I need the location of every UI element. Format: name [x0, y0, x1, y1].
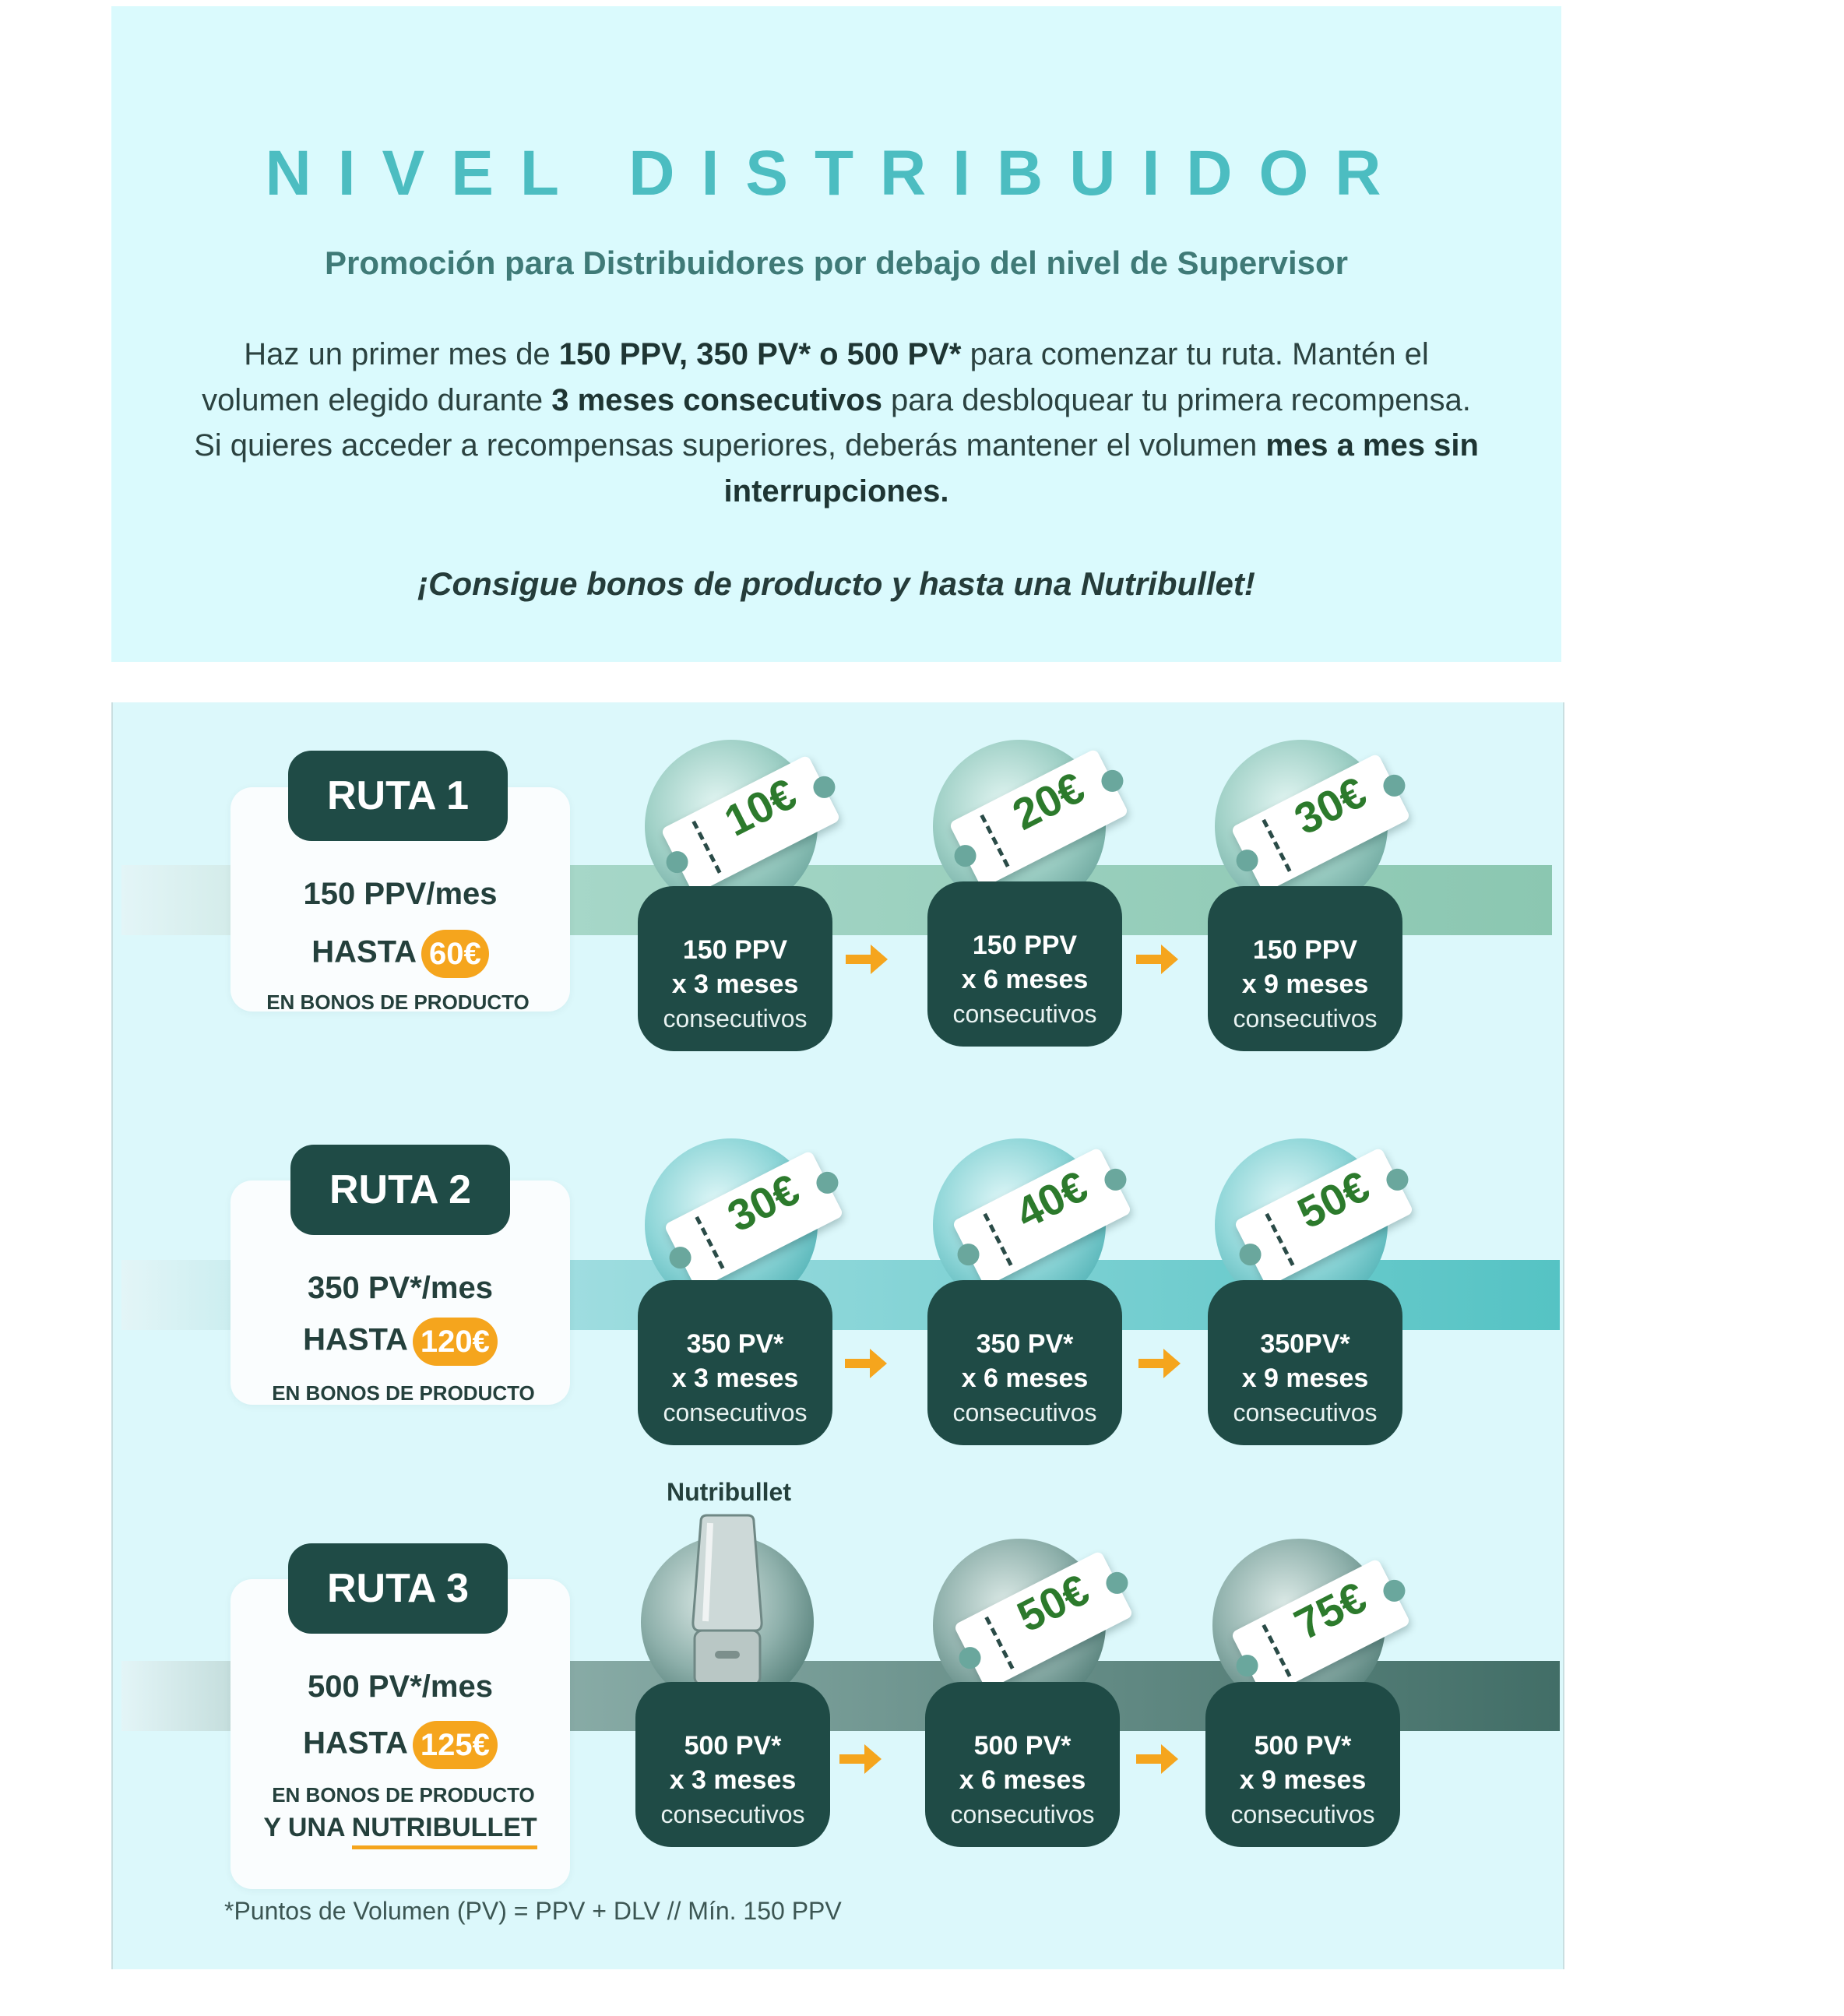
- route-2-badge: RUTA 2: [290, 1145, 510, 1235]
- step-duration: x 6 meses: [961, 965, 1089, 994]
- route-2-volume: 350 PV*/mes: [308, 1271, 493, 1305]
- intro-text-3: para desbloquear tu primera recompensa. …: [194, 382, 1471, 463]
- route-3-badge: RUTA 3: [288, 1543, 508, 1634]
- step-volume: 150 PPV: [1252, 935, 1358, 965]
- route-3-volume: 500 PV*/mes: [308, 1669, 493, 1704]
- intro-panel: NIVEL DISTRIBUIDOR Promoción para Distri…: [111, 6, 1561, 662]
- route-1-step-2: 150 PPV x 6 meses consecutivos: [927, 881, 1122, 1047]
- route-3-bonos: EN BONOS DE PRODUCTO: [272, 1783, 535, 1807]
- footnote: *Puntos de Volumen (PV) = PPV + DLV // M…: [224, 1897, 842, 1925]
- route-3-step-1: 500 PV* x 3 meses consecutivos: [635, 1682, 830, 1847]
- step-volume: 350 PV*: [976, 1329, 1074, 1359]
- route-2-step-1: 350 PV* x 3 meses consecutivos: [638, 1280, 832, 1445]
- call-to-action: ¡Consigue bonos de producto y hasta una …: [417, 565, 1255, 602]
- arrow-right-icon: [845, 1349, 887, 1378]
- route-3-extra-prefix: Y UNA: [263, 1813, 352, 1842]
- route-2-amount: 120€: [412, 1318, 498, 1366]
- arrow-right-icon: [1138, 1349, 1181, 1378]
- page-title: NIVEL DISTRIBUIDOR: [265, 138, 1408, 209]
- step-consecutive: consecutivos: [663, 1399, 808, 1427]
- step-volume: 350PV*: [1260, 1329, 1350, 1359]
- step-volume: 500 PV*: [684, 1731, 782, 1761]
- route-1-step-1: 150 PPV x 3 meses consecutivos: [638, 886, 832, 1051]
- intro-bold-volumes: 150 PPV, 350 PV* o 500 PV*: [558, 337, 962, 371]
- route-3-amount: 125€: [412, 1721, 498, 1769]
- step-volume: 500 PV*: [1254, 1731, 1352, 1761]
- step-duration: x 9 meses: [1239, 1765, 1367, 1795]
- route-3-step-2: 500 PV* x 6 meses consecutivos: [925, 1682, 1120, 1847]
- step-duration: x 6 meses: [959, 1765, 1086, 1795]
- step-consecutive: consecutivos: [950, 1800, 1095, 1828]
- route-1-badge: RUTA 1: [288, 751, 508, 841]
- step-consecutive: consecutivos: [1230, 1800, 1375, 1828]
- step-volume: 150 PPV: [972, 931, 1078, 960]
- arrow-right-icon: [1136, 1744, 1178, 1774]
- intro-text-2: para comenzar tu ruta. Mantén el volumen…: [202, 337, 1429, 417]
- step-duration: x 6 meses: [961, 1363, 1089, 1393]
- step-consecutive: consecutivos: [660, 1800, 805, 1828]
- step-duration: x 9 meses: [1241, 1363, 1369, 1393]
- step-volume: 500 PV*: [973, 1731, 1072, 1761]
- step-duration: x 3 meses: [671, 969, 799, 999]
- step-consecutive: consecutivos: [952, 1399, 1097, 1427]
- route-1-volume: 150 PPV/mes: [303, 877, 498, 911]
- route-1-step-3: 150 PPV x 9 meses consecutivos: [1208, 886, 1402, 1051]
- step-volume: 350 PV*: [686, 1329, 784, 1359]
- intro-bold-months: 3 meses consecutivos: [551, 382, 882, 417]
- route-1-amount: 60€: [421, 930, 489, 978]
- route-2-bonos: EN BONOS DE PRODUCTO: [272, 1381, 535, 1405]
- step-consecutive: consecutivos: [1233, 1399, 1378, 1427]
- step-consecutive: consecutivos: [952, 1000, 1097, 1028]
- route-3-extra-highlight: NUTRIBULLET: [351, 1813, 537, 1849]
- step-consecutive: consecutivos: [663, 1004, 808, 1033]
- step-duration: x 9 meses: [1241, 969, 1369, 999]
- page-subtitle: Promoción para Distribuidores por debajo…: [325, 245, 1348, 281]
- route-2-step-3: 350PV* x 9 meses consecutivos: [1208, 1280, 1402, 1445]
- intro-bold-monthly: mes a mes sin interrupciones.: [723, 428, 1479, 508]
- route-1-bonos: EN BONOS DE PRODUCTO: [266, 990, 530, 1014]
- route-2-step-2: 350 PV* x 6 meses consecutivos: [927, 1280, 1122, 1445]
- route-3-extra: Y UNA NUTRIBULLET: [230, 1813, 570, 1849]
- step-duration: x 3 meses: [669, 1765, 797, 1795]
- step-duration: x 3 meses: [671, 1363, 799, 1393]
- intro-paragraph: Haz un primer mes de 150 PPV, 350 PV* o …: [189, 332, 1483, 514]
- route-2-hasta-label: HASTA: [303, 1322, 408, 1357]
- arrow-right-icon: [846, 945, 888, 974]
- arrow-right-icon: [1136, 945, 1178, 974]
- route-3-hasta-label: HASTA: [303, 1726, 408, 1761]
- route-3-step-3: 500 PV* x 9 meses consecutivos: [1205, 1682, 1400, 1847]
- route-1-hasta-label: HASTA: [311, 934, 417, 969]
- nutribullet-label: Nutribullet: [667, 1478, 791, 1506]
- step-consecutive: consecutivos: [1233, 1004, 1378, 1033]
- step-volume: 150 PPV: [682, 935, 788, 965]
- blender-icon: [692, 1514, 763, 1710]
- intro-text-1: Haz un primer mes de: [244, 337, 559, 371]
- arrow-right-icon: [839, 1744, 882, 1774]
